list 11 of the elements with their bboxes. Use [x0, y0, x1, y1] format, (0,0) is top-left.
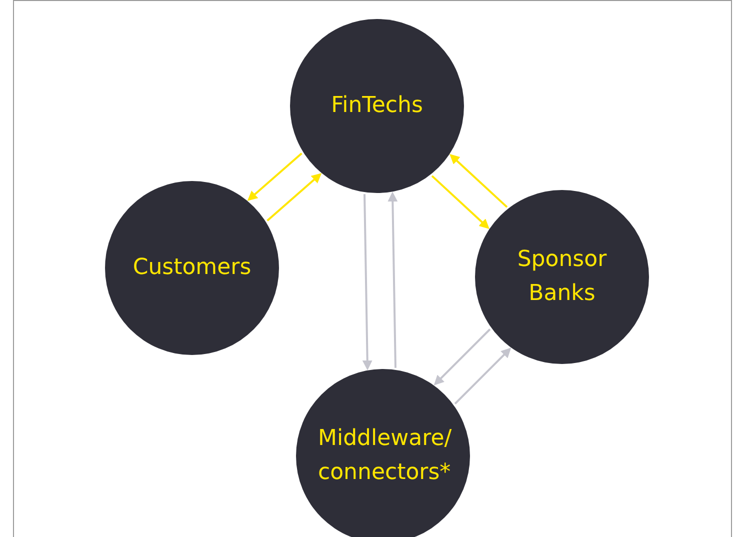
arrow: [362, 194, 372, 370]
arrow: [434, 328, 491, 386]
node-label: FinTechs: [330, 92, 424, 120]
arrow: [454, 348, 512, 404]
arrow: [431, 175, 490, 229]
node-label: Sponsor Banks: [516, 246, 608, 308]
arrow: [247, 152, 302, 201]
node-label: Customers: [132, 254, 252, 282]
arrow: [266, 173, 322, 222]
arrow: [388, 192, 398, 368]
arrow: [450, 154, 508, 208]
